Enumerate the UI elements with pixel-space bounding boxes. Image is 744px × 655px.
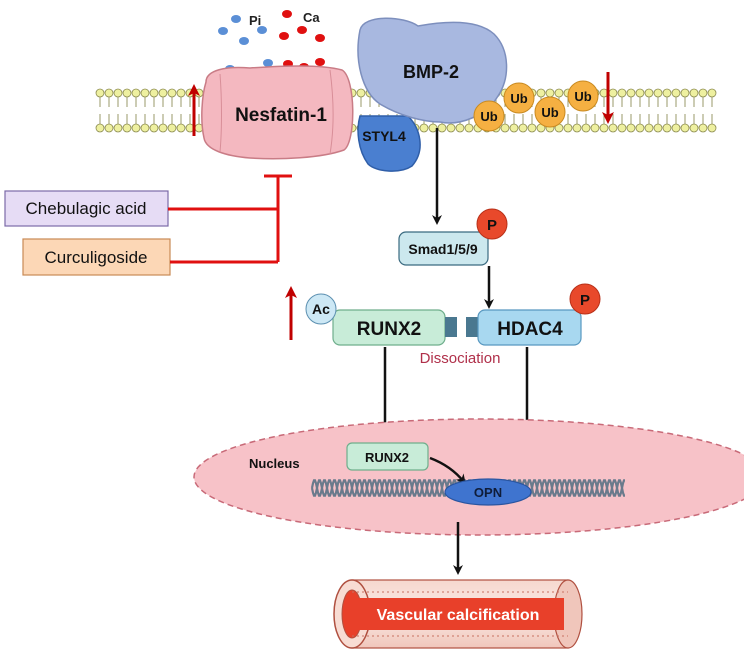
styl4-label: STYL4 xyxy=(362,128,406,144)
bmp2-label: BMP-2 xyxy=(403,62,459,82)
phospho-label: P xyxy=(580,292,590,309)
hdac4-label: HDAC4 xyxy=(497,319,563,340)
ub-label: Ub xyxy=(480,109,497,124)
blood-vessel xyxy=(333,579,583,649)
nucleus xyxy=(193,418,744,536)
ubiquitin-chain xyxy=(473,80,599,132)
runx2-label: RUNX2 xyxy=(357,319,421,340)
phospho-label: P xyxy=(487,217,497,234)
hdac4-phospho-badge xyxy=(569,283,601,315)
inhibition-lines xyxy=(168,174,292,264)
hdac4-connector xyxy=(466,317,478,337)
curculigoside-label: Curculigoside xyxy=(45,248,148,267)
pi-label: Pi xyxy=(249,13,261,28)
smad-box xyxy=(398,231,489,266)
smad-phospho-badge xyxy=(476,208,508,240)
ca-label: Ca xyxy=(303,10,320,25)
nesfatin-label: Nesfatin-1 xyxy=(235,105,327,126)
opn-label: OPN xyxy=(474,485,502,500)
curculigoside-box xyxy=(22,238,171,276)
opn-ellipse xyxy=(444,478,532,506)
ub-label: Ub xyxy=(574,89,591,104)
acetyl-badge xyxy=(305,293,337,325)
bmp2-protein xyxy=(357,17,508,124)
ub-label: Ub xyxy=(541,105,558,120)
runx2-connector xyxy=(445,317,457,337)
ub-label: Ub xyxy=(510,91,527,106)
nuclear-runx2-box xyxy=(346,442,429,471)
acetyl-label: Ac xyxy=(312,301,330,317)
nesfatin-receptor xyxy=(201,65,354,160)
hdac4-box xyxy=(477,309,582,346)
chebulagic-acid-box xyxy=(4,190,169,227)
nuclear-runx2-label: RUNX2 xyxy=(365,450,409,465)
chebulagic-acid-label: Chebulagic acid xyxy=(26,199,147,218)
dissociation-label: Dissociation xyxy=(420,350,501,367)
styl4-protein xyxy=(357,115,421,172)
smad-label: Smad1/5/9 xyxy=(408,241,477,257)
runx2-to-opn-arrow xyxy=(429,456,466,485)
nucleus-label: Nucleus xyxy=(249,456,300,471)
vascular-calcification-label: Vascular calcification xyxy=(377,607,540,624)
